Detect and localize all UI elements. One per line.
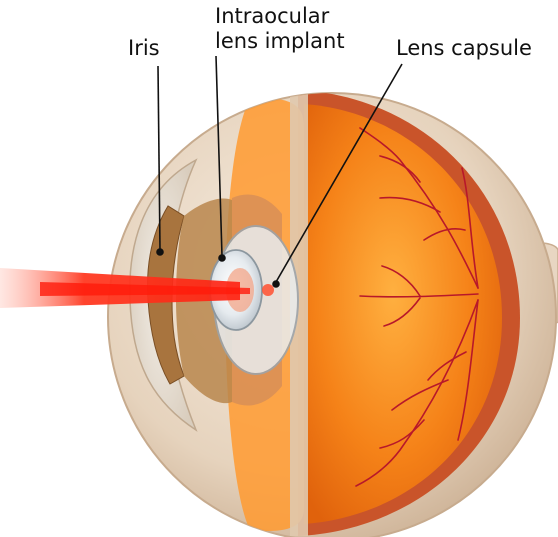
label-lens-capsule: Lens capsule — [396, 36, 532, 61]
label-intraocular-lens-implant: Intraocular lens implant — [215, 4, 345, 54]
leader-dot-iris — [157, 249, 163, 255]
label-intraocular-line1: Intraocular — [215, 4, 345, 29]
label-intraocular-line2: lens implant — [215, 29, 345, 54]
leader-dot-iol — [219, 255, 225, 261]
leader-dot-capsule — [273, 281, 279, 287]
laser-focus-point — [262, 284, 274, 296]
label-iris: Iris — [128, 36, 160, 61]
